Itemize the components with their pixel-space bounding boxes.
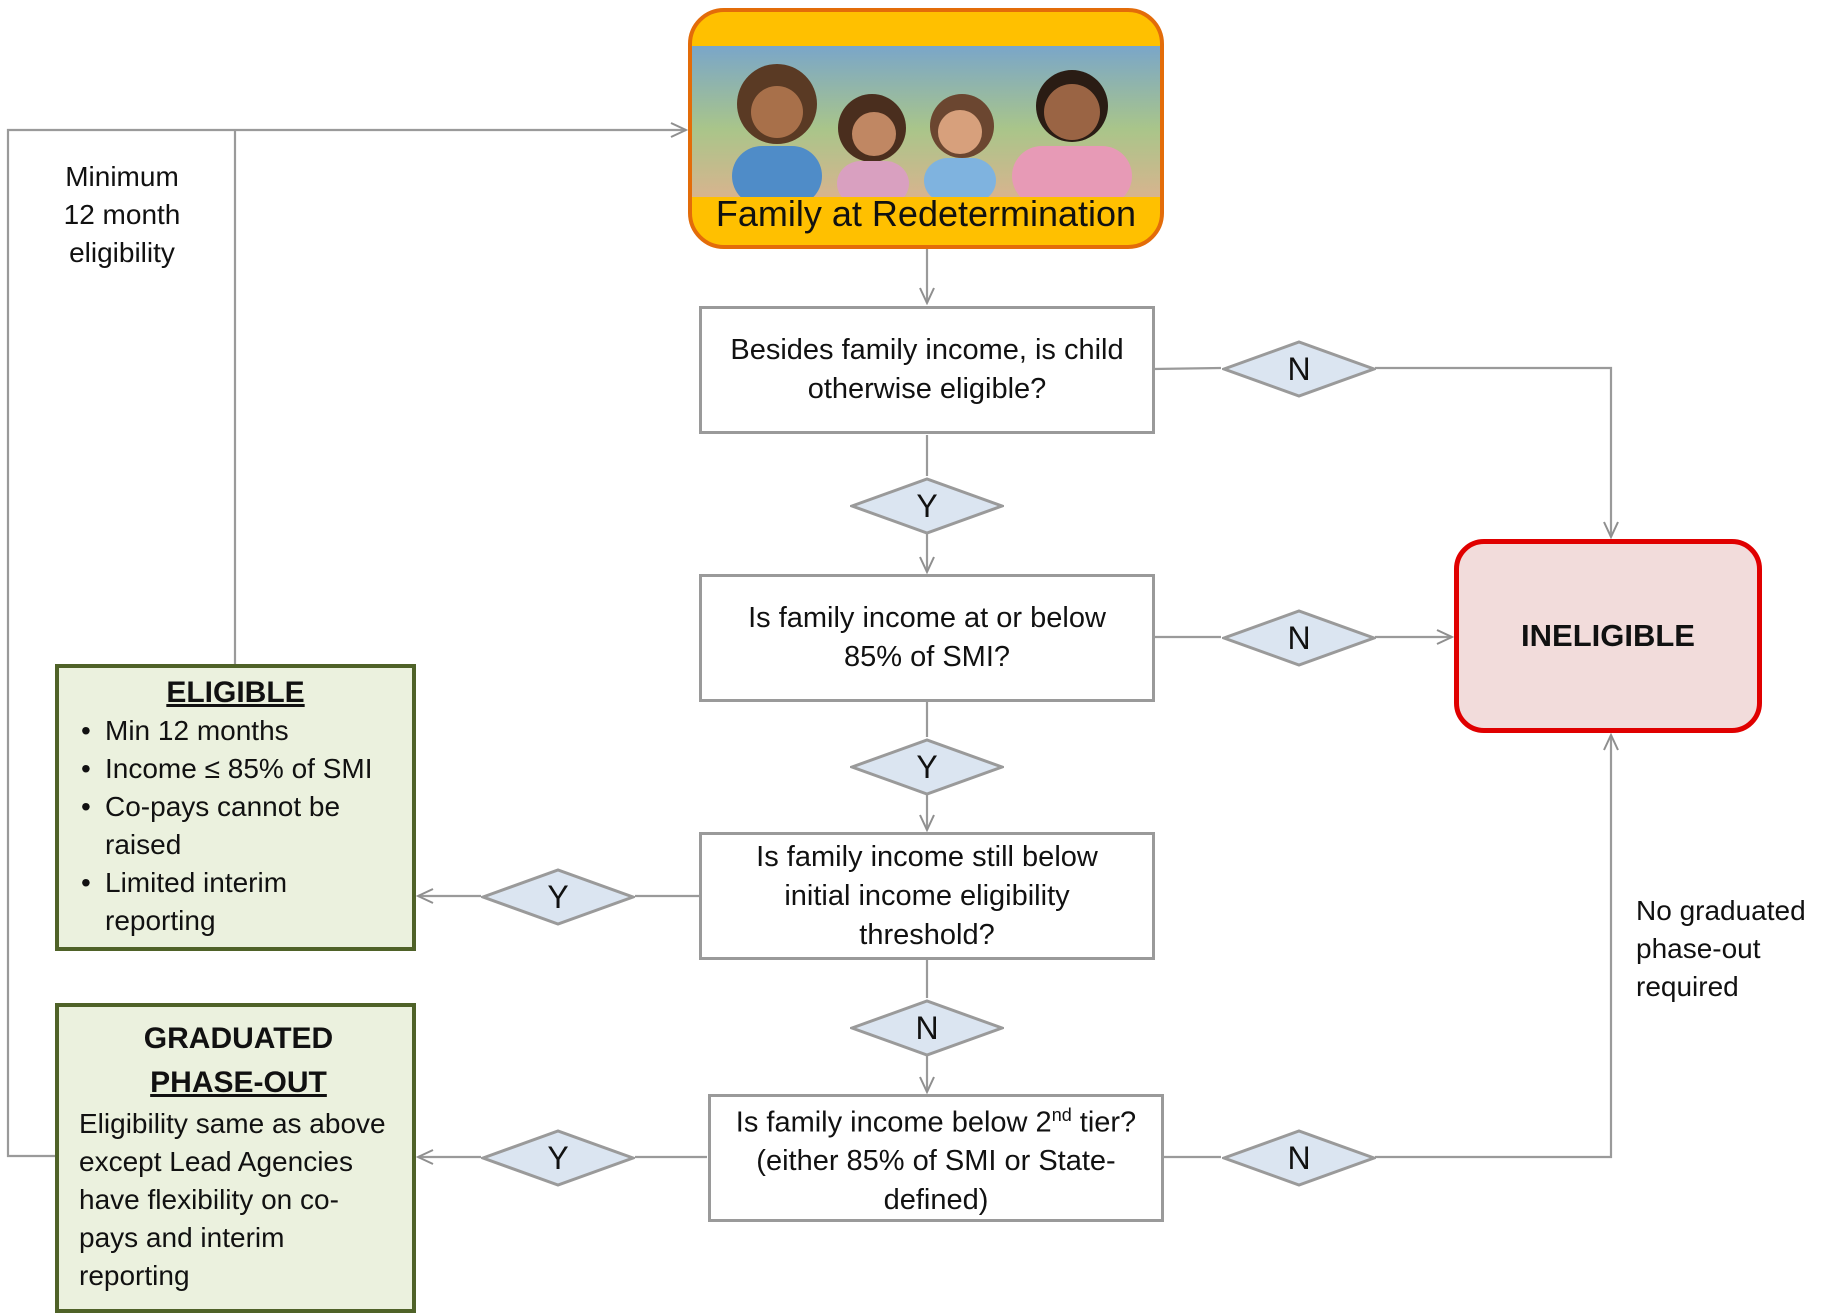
decision-diamond-no: N: [1222, 1129, 1376, 1187]
question-text: Is family income at or below 85% of SMI?: [748, 602, 1106, 673]
decision-diamond-no: N: [850, 999, 1004, 1057]
phaseout-title-line1: GRADUATED: [143, 1022, 334, 1055]
outcome-eligible: ELIGIBLE Min 12 months Income ≤ 85% of S…: [55, 664, 416, 951]
decision-diamond-no: N: [1222, 340, 1376, 398]
phaseout-title-line2: PHASE-OUT: [150, 1066, 327, 1099]
eligible-item: Min 12 months: [79, 712, 412, 750]
eligible-item: Limited interim reporting: [79, 864, 412, 940]
outcome-ineligible: INELIGIBLE: [1454, 539, 1762, 733]
eligible-title: ELIGIBLE: [166, 676, 305, 709]
family-illustration: [732, 64, 1132, 206]
question-text: Besides family income, is child otherwis…: [730, 334, 1124, 405]
question-income-85-smi: Is family income at or below 85% of SMI?: [699, 574, 1155, 702]
outcome-graduated-phase-out: GRADUATED PHASE-OUT Eligibility same as …: [55, 1003, 416, 1313]
question-second-tier: Is family income below 2nd tier? (either…: [708, 1094, 1164, 1222]
question-text: Is family income below 2nd tier? (either…: [735, 1104, 1137, 1217]
eligible-list: Min 12 months Income ≤ 85% of SMI Co-pay…: [59, 712, 412, 940]
start-node: Family at Redetermination: [688, 8, 1164, 249]
decision-diamond-yes: Y: [481, 1129, 635, 1187]
note-no-phase-out: No graduated phase-out required: [1636, 895, 1806, 1002]
eligible-item: Income ≤ 85% of SMI: [79, 750, 412, 788]
eligible-item: Co-pays cannot be raised: [79, 788, 412, 864]
note-min-12-month: Minimum 12 month eligibility: [63, 161, 181, 268]
family-photo: [692, 46, 1160, 206]
decision-diamond-yes: Y: [850, 738, 1004, 796]
start-label: Family at Redetermination: [715, 193, 1137, 234]
question-text: Is family income still below initial inc…: [756, 840, 1098, 951]
phaseout-text: Eligibility same as above except Lead Ag…: [79, 1108, 386, 1291]
decision-diamond-yes: Y: [850, 477, 1004, 535]
question-initial-threshold: Is family income still below initial inc…: [699, 832, 1155, 960]
question-otherwise-eligible: Besides family income, is child otherwis…: [699, 306, 1155, 434]
decision-diamond-yes: Y: [481, 868, 635, 926]
decision-diamond-no: N: [1222, 609, 1376, 667]
